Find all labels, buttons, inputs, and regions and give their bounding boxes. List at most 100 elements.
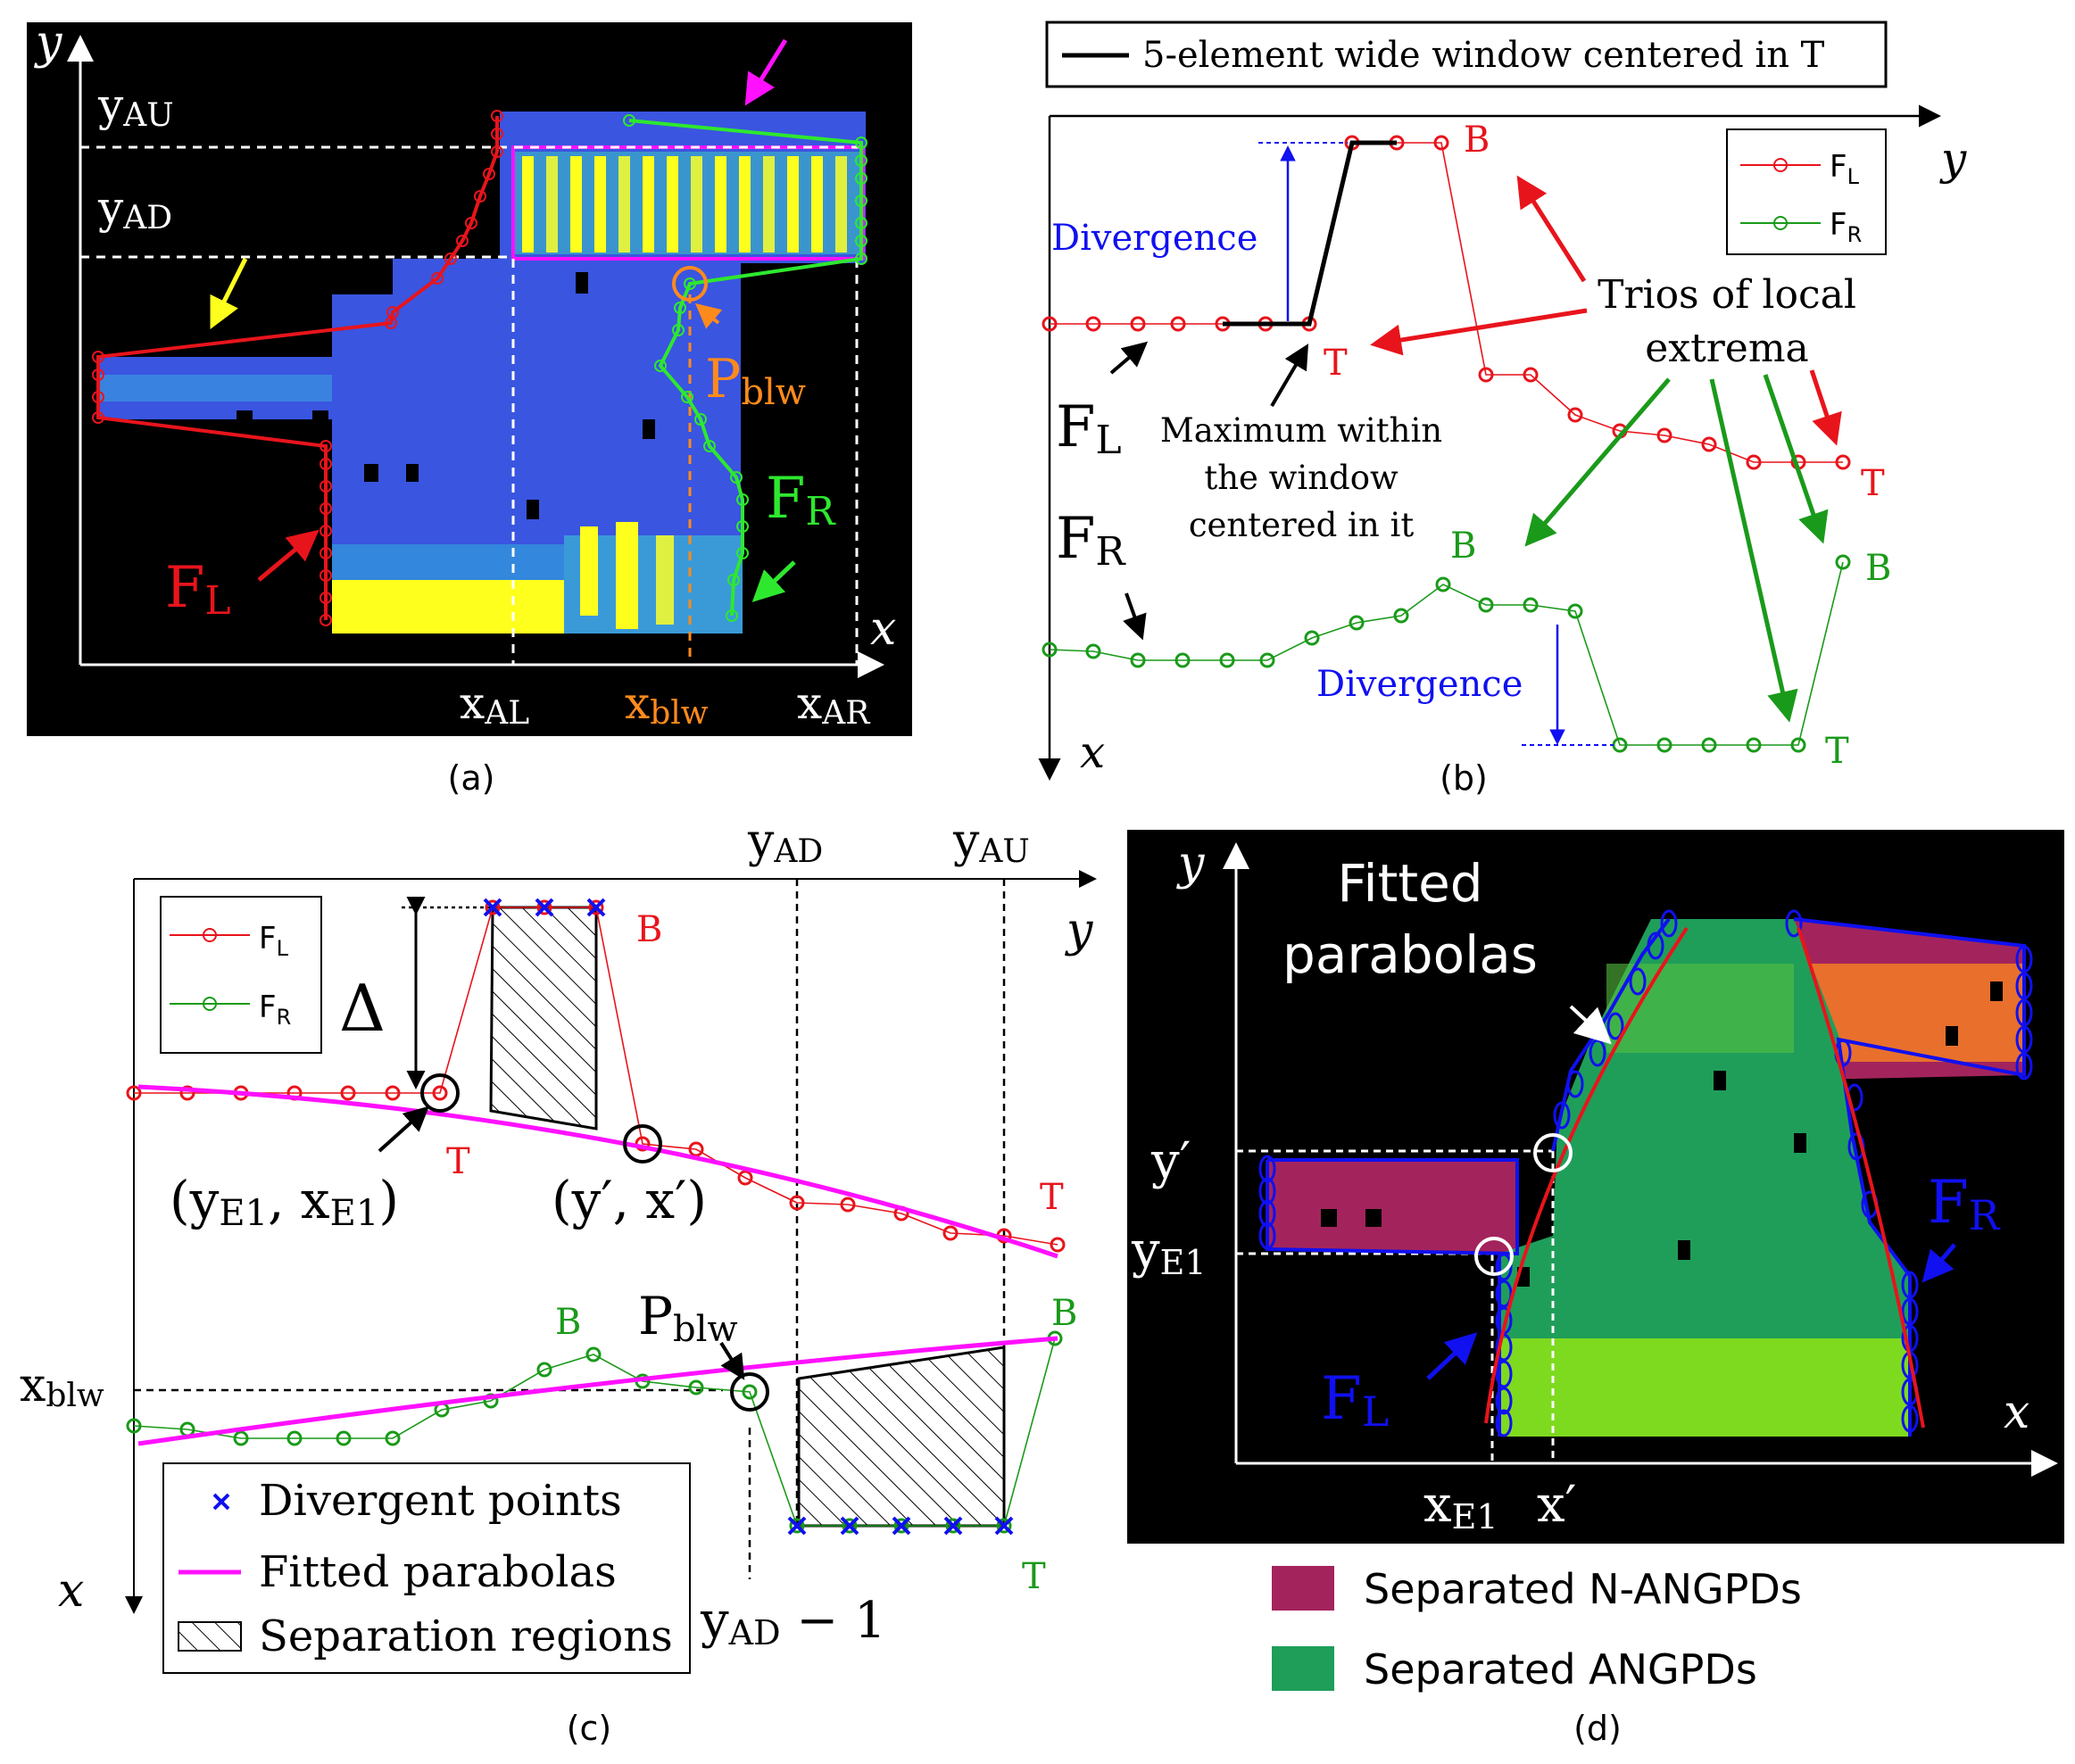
panel-b-trio-arrow-b: [1516, 175, 1587, 283]
stripe-cell: [570, 156, 582, 253]
panel-c-fr-point: [126, 1418, 142, 1434]
panel-a-fl-point: [491, 145, 503, 158]
panel-c-parabola-top: [137, 1084, 1058, 1259]
panel-b-fr-point: [1478, 597, 1494, 613]
boundary-marker: [1647, 932, 1664, 960]
panel-a-magenta-arrow: [744, 38, 788, 106]
divergent-point-marker: [787, 1516, 807, 1536]
panel-b-fl-point: [1478, 367, 1494, 383]
panel-a-fl-point: [320, 614, 332, 626]
panel-a-fr-point: [736, 547, 749, 559]
panel-a-yellow-arrow: [210, 257, 248, 329]
panel-c-legend-fr-text: FR: [259, 990, 291, 1030]
panel-c-t-green: T: [1022, 1556, 1046, 1597]
panel-b-fr-point: [1835, 554, 1851, 570]
stripe-cell: [787, 156, 799, 253]
panel-b-fr-point: [1349, 615, 1365, 631]
panel-c-fr-point: [945, 1518, 961, 1534]
panel-d-ye1-label: yE1: [1131, 1222, 1207, 1282]
panel-c-fl-point: [789, 1195, 805, 1211]
panel-b-fl-point: [1433, 135, 1449, 151]
panel-a-fr-point: [736, 520, 749, 533]
boundary-marker: [1553, 1101, 1571, 1130]
panel-c-b-green-1: B: [555, 1302, 581, 1343]
panel-a-fl-point: [431, 272, 444, 285]
panel-b-legend-box: [1045, 21, 1888, 88]
panel-d-n-angpd-left-outline: [1266, 1158, 1519, 1256]
panel-b-t-red-2: T: [1861, 463, 1885, 504]
panel-a-fr-label: FR: [766, 466, 836, 534]
panel-b-fl-point: [1042, 316, 1058, 332]
panel-c-fl-point: [485, 899, 501, 915]
panel-d-legend-angpd-swatch: [1272, 1646, 1334, 1691]
boundary-marker: [1258, 1199, 1276, 1228]
panel-c: y x FL FR: [20, 815, 1097, 1748]
panel-b-t-green: T: [1825, 731, 1849, 772]
divergent-point-marker: [483, 898, 502, 917]
panel-b-fr-point: [1130, 652, 1146, 668]
divergent-point-marker: [535, 898, 554, 917]
panel-b-fl-curve: [1050, 142, 1843, 463]
panel-b-fr-point: [1746, 737, 1762, 753]
panel-c-fr-point: [385, 1430, 401, 1446]
panel-c-t-red-2: T: [1040, 1177, 1064, 1218]
panel-c-legend-fl-marker: [203, 928, 217, 942]
panel-d-x-axis-label: x: [2004, 1386, 2029, 1439]
panel-b-trio-arrow-gt: [1709, 378, 1798, 723]
panel-c-b-green-2: B: [1051, 1293, 1077, 1334]
stripe-cell: [643, 156, 654, 253]
panel-a-fr-line: [628, 119, 863, 617]
boundary-marker: [1901, 1271, 1919, 1299]
panel-b-fl-point: [1130, 316, 1146, 332]
panel-b-fr-point: [1393, 608, 1409, 624]
panel-a-fl-arrow: [257, 529, 320, 582]
panel-d-parabola-right: [1797, 927, 1925, 1429]
panel-a-fl-point: [92, 391, 104, 403]
panel-d: y x Fitted parabolas y′ yE1 xE1 x′ FL FR…: [1127, 830, 2064, 1748]
stripe-cell: [835, 156, 847, 253]
panel-a-fl-points: [92, 110, 503, 626]
boundary-marker: [1660, 909, 1678, 938]
panel-c-method-legend: [162, 1462, 691, 1674]
panel-a-fl-point: [92, 369, 104, 381]
panel-c-fl-point: [385, 1085, 401, 1101]
panel-b-legend-fr-marker: [1773, 216, 1788, 230]
panel-c-yad-label: yAD: [747, 815, 823, 870]
panel-b-fl-point: [1085, 316, 1101, 332]
panel-a-fl-point: [456, 235, 469, 247]
panel-c-fl-point: [588, 899, 604, 915]
stripe-cell: [811, 156, 823, 253]
panel-b-fr-point: [1304, 630, 1320, 646]
panel-b-fr-point: [1259, 652, 1275, 668]
panel-a-fr-point: [623, 114, 635, 127]
panel-c-xblw-label: xblw: [20, 1359, 104, 1414]
panel-a: y x yAU yAD xAL xblw xAR Pblw FL FR (a): [27, 16, 912, 798]
panel-a-fr-point: [703, 440, 716, 452]
panel-c-fr-point: [842, 1518, 858, 1534]
panel-c-pblw-label: Pblw: [638, 1286, 738, 1350]
stripe-cell: [546, 156, 558, 253]
panel-c-legend-regions: Separation regions: [259, 1611, 673, 1661]
panel-c-legend-x-icon: [212, 1493, 230, 1511]
panel-c-t-red-1: T: [446, 1141, 470, 1182]
panel-b-legend-window-text: 5-element wide window centered in T: [1142, 35, 1825, 76]
panel-c-pblw-circle: [730, 1372, 769, 1412]
divergent-point-marker: [892, 1516, 911, 1536]
panel-d-fitted-line1: Fitted: [1337, 853, 1482, 914]
stripe-cell: [739, 156, 751, 253]
panel-b-fl-label: FL: [1056, 394, 1122, 463]
panel-a-fr-point: [681, 391, 693, 403]
panel-a-fr-point: [855, 195, 867, 207]
boundary-marker: [1901, 1404, 1919, 1433]
panel-a-guides: [80, 145, 861, 665]
panel-a-xar-label: xAR: [797, 677, 870, 732]
panel-c-fr-point: [996, 1518, 1012, 1534]
boundary-marker: [2015, 1052, 2033, 1081]
panel-c-b-red: B: [636, 909, 662, 950]
panel-a-fr-point: [855, 217, 867, 229]
panel-a-y-axis-label: y: [34, 16, 62, 70]
panel-b-fr-point: [1085, 643, 1101, 659]
panel-c-fl-point: [942, 1225, 959, 1241]
panel-b-fl-points: [1042, 135, 1851, 470]
panel-b-trio-arrow-t2: [1809, 369, 1842, 446]
